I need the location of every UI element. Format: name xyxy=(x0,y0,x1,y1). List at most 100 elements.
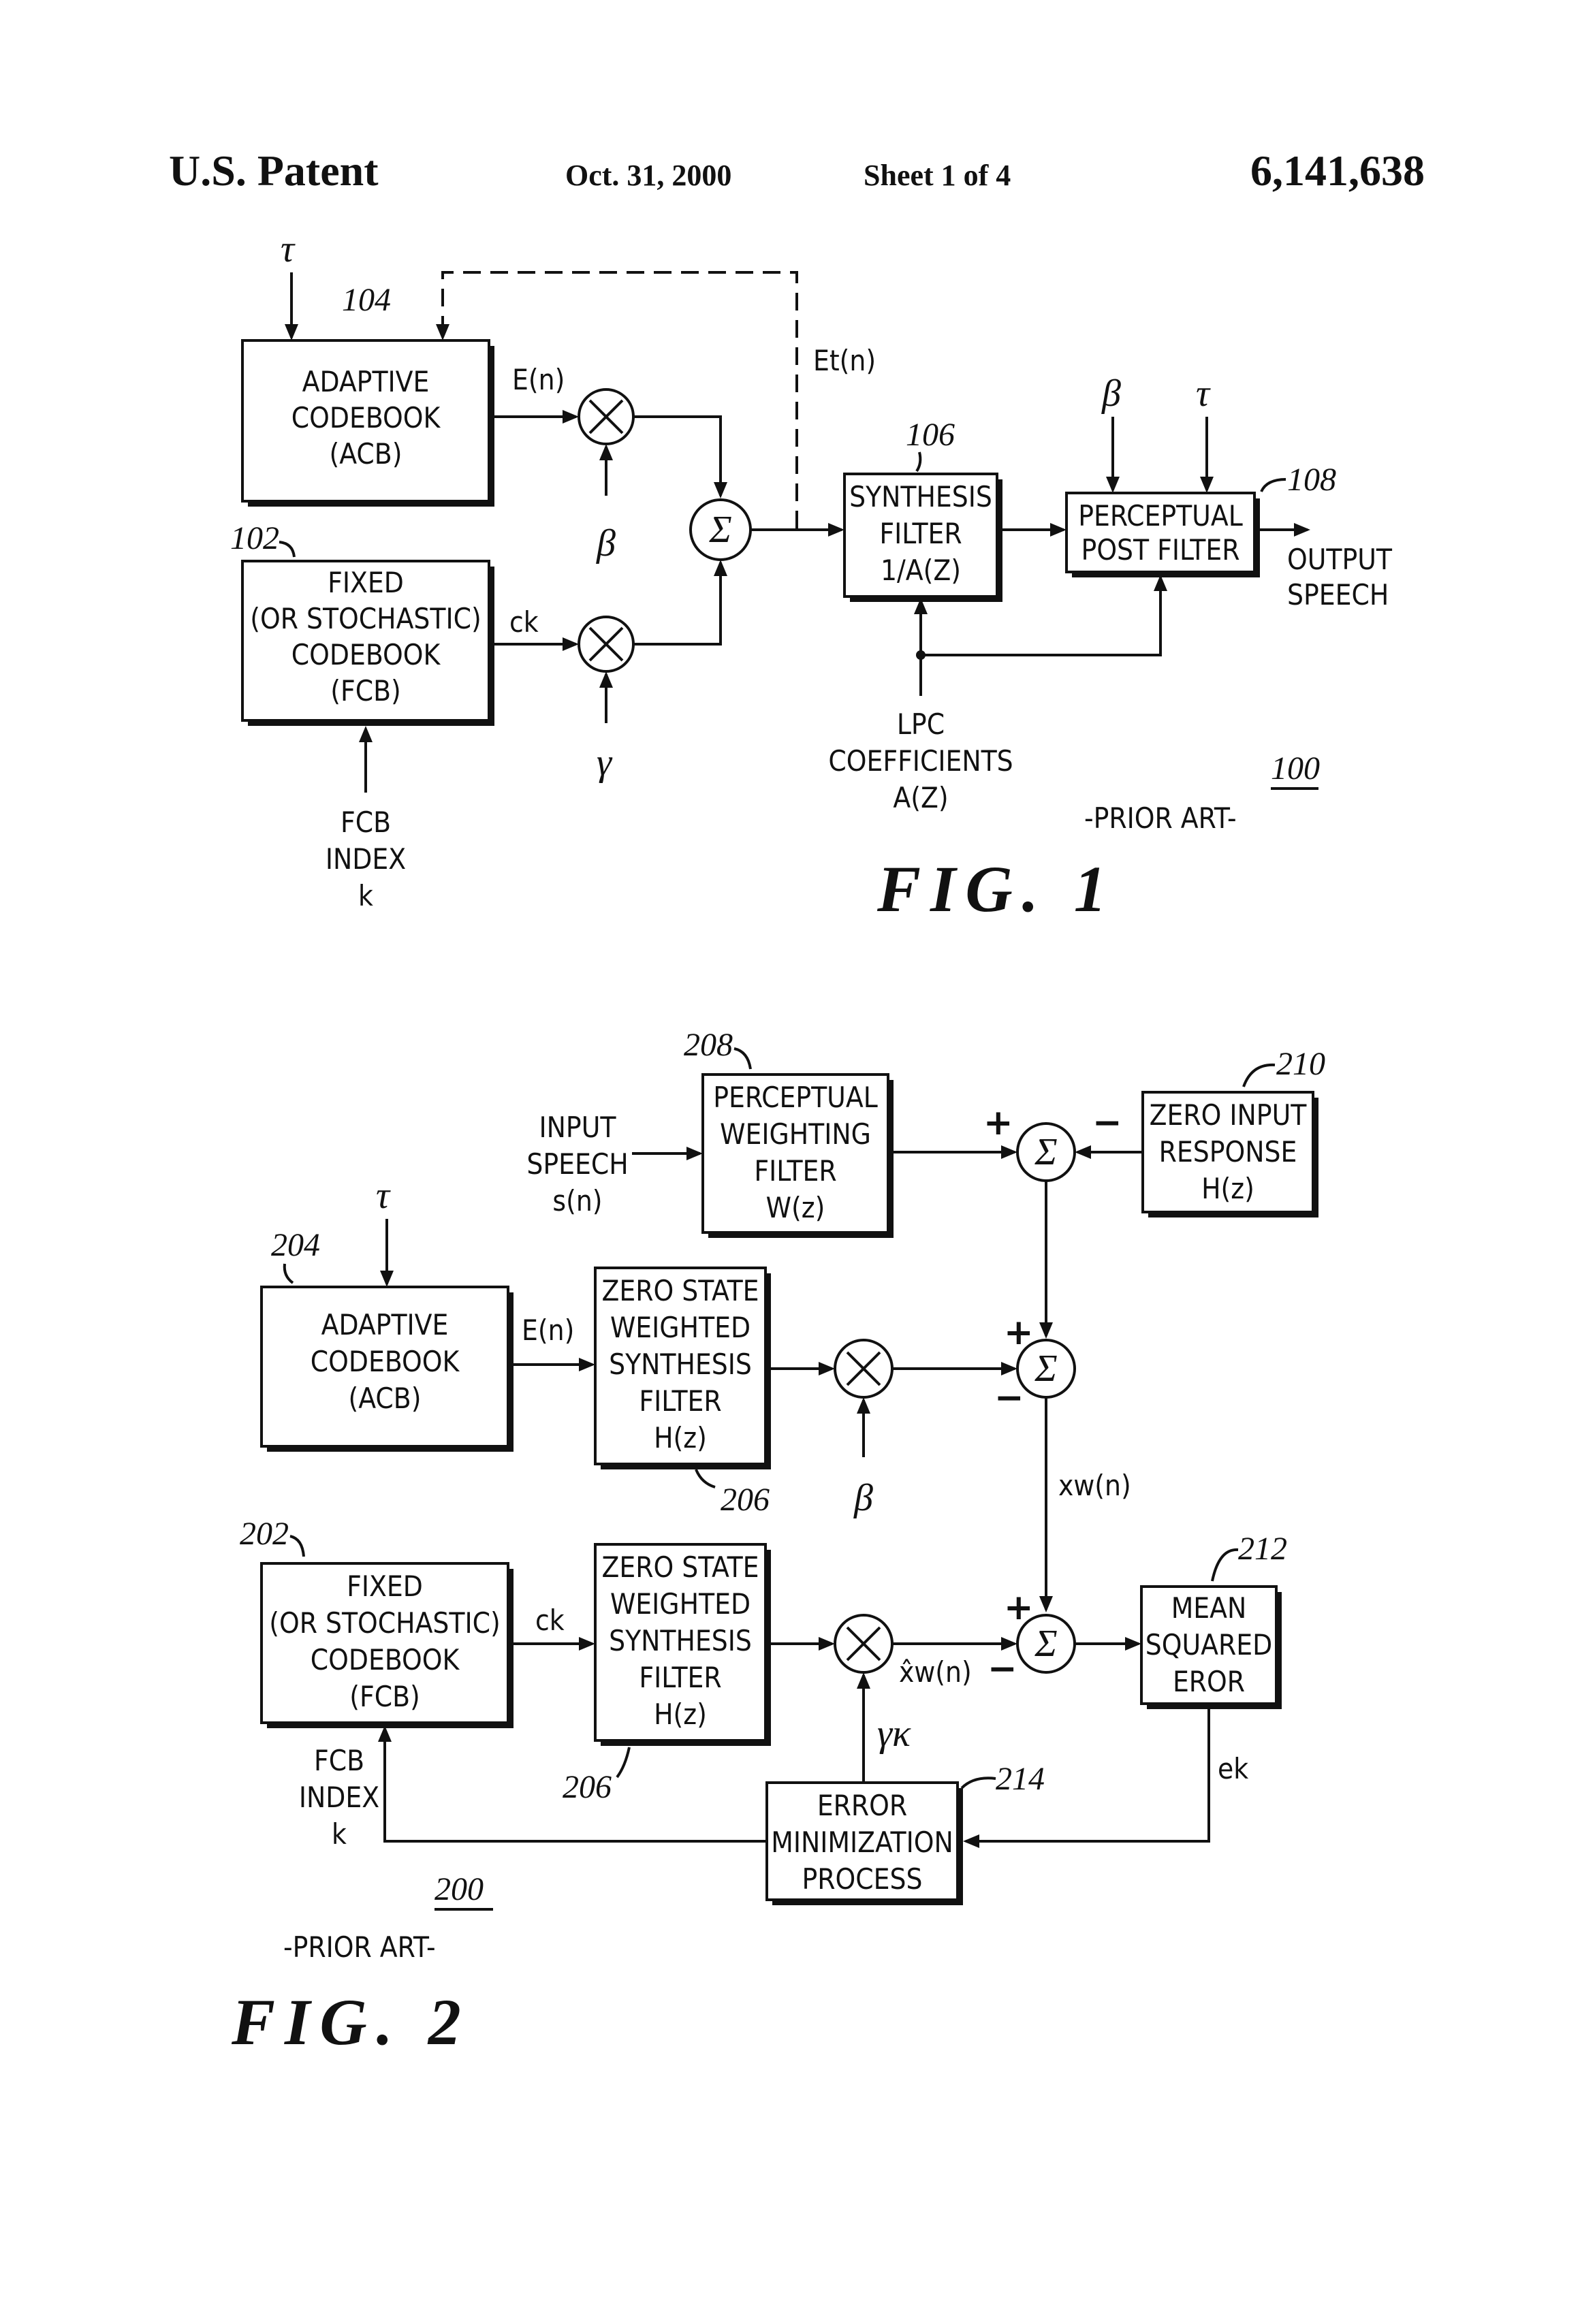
fig2-ck-arrowhead xyxy=(579,1637,595,1651)
fig1-acb-line-3: (ACB) xyxy=(330,437,402,471)
fig2-mse-ref: 212 xyxy=(1238,1531,1287,1567)
fig2-tau-arrowhead xyxy=(380,1271,394,1287)
fig2-emp-ref-leader xyxy=(962,1778,996,1788)
fig1-synth-line-3: 1/A(Z) xyxy=(881,554,961,587)
fig1-en-label: E(n) xyxy=(512,363,565,396)
fig2-zs1-line-5: H(z) xyxy=(654,1421,707,1454)
fig2-mse-line-1: MEAN xyxy=(1171,1591,1247,1625)
fig2-ek-arrowhead xyxy=(963,1834,979,1848)
fig1-post-tau-arrowhead xyxy=(1200,477,1214,493)
fig1-multiplier-acb xyxy=(579,389,633,444)
fig1-post-line-1: PERCEPTUAL xyxy=(1078,499,1242,532)
fig1-en-arrowhead xyxy=(563,410,579,424)
fig1-prior-art: -PRIOR ART- xyxy=(1084,801,1237,835)
fig2-en-arrowhead xyxy=(579,1358,595,1371)
fig2-input-line-2: SPEECH xyxy=(526,1147,628,1181)
fig2-zs1-line-2: WEIGHTED xyxy=(610,1311,750,1344)
fig2-zir-line-2: RESPONSE xyxy=(1159,1135,1297,1168)
fig2-zs2-line-4: FILTER xyxy=(639,1661,721,1694)
header-date: Oct. 31, 2000 xyxy=(565,159,731,192)
fig2-zs2-arrowhead xyxy=(819,1637,835,1651)
fig1-output-line-2: SPEECH xyxy=(1287,578,1389,611)
header-patent-number: 6,141,638 xyxy=(1250,146,1425,195)
fig1-ref-main: 100 xyxy=(1271,750,1320,786)
fig2-mean-squared-error-block: MEAN SQUARED EROR xyxy=(1141,1587,1282,1709)
fig1-synth-arrowhead xyxy=(1050,523,1066,537)
fig1-lpc-line-2: COEFFICIENTS xyxy=(828,744,1013,778)
fig2-gamma-k-label: γκ xyxy=(877,1713,911,1755)
fig1-fcb-line-3: CODEBOOK xyxy=(291,638,441,671)
fig2-pwf-arrowhead xyxy=(1001,1145,1017,1159)
figure-1: ADAPTIVE CODEBOOK (ACB) 104 FIXED (OR ST… xyxy=(230,228,1393,925)
fig1-fcb-ref-leader xyxy=(279,542,294,557)
fig1-fcb-index-arrowhead xyxy=(359,726,373,742)
fig2-sum-mse-arrowhead xyxy=(1125,1637,1141,1651)
fig2-zero-input-response-block: ZERO INPUT RESPONSE H(z) xyxy=(1143,1092,1318,1217)
fig1-mult2-to-sum xyxy=(633,562,721,644)
fig2-zs1-line-1: ZERO STATE xyxy=(601,1274,759,1307)
fig1-et-label: Et(n) xyxy=(813,344,876,377)
fig2-zero-state-filter-acb-block: ZERO STATE WEIGHTED SYNTHESIS FILTER H(z… xyxy=(595,1268,771,1469)
fig2-mid-plus: + xyxy=(1004,1312,1034,1353)
fig1-fcb-line-4: (FCB) xyxy=(330,674,401,707)
fig2-fcb-line-4: (FCB) xyxy=(349,1680,420,1713)
fig1-post-ref: 108 xyxy=(1287,462,1336,498)
fig1-multiplier-fcb xyxy=(579,617,633,671)
fig1-acb-ref: 104 xyxy=(342,282,391,318)
fig1-synth-line-1: SYNTHESIS xyxy=(849,480,992,513)
fig2-bottom-plus: + xyxy=(1004,1587,1034,1628)
fig2-perceptual-weighting-filter-block: PERCEPTUAL WEIGHTING FILTER W(z) xyxy=(703,1075,894,1238)
page-header: U.S. Patent Oct. 31, 2000 Sheet 1 of 4 6… xyxy=(169,146,1425,195)
fig1-fcb-line-2: (OR STOCHASTIC) xyxy=(250,602,481,635)
fig1-synthesis-filter-block: SYNTHESIS FILTER 1/A(Z) xyxy=(844,474,1002,602)
fig2-pwf-line-4: W(z) xyxy=(766,1191,825,1224)
fig2-zir-ref: 210 xyxy=(1276,1046,1325,1082)
fig2-top-minus: − xyxy=(1092,1102,1122,1143)
fig2-caption: FIG. 2 xyxy=(231,1986,471,2058)
fig2-fcb-line-1: FIXED xyxy=(347,1570,423,1603)
fig2-fcb-ref: 202 xyxy=(240,1516,289,1552)
header-title: U.S. Patent xyxy=(169,146,379,195)
fig2-zir-line-3: H(z) xyxy=(1201,1172,1254,1205)
fig1-tau-arrowhead xyxy=(285,324,298,340)
fig1-ck-label: ck xyxy=(509,605,539,639)
fig2-zs1-arrowhead xyxy=(819,1362,835,1375)
fig2-acb-line-1: ADAPTIVE xyxy=(321,1308,449,1341)
fig2-acb-line-3: (ACB) xyxy=(349,1382,422,1415)
fig1-lpc-line-3: A(Z) xyxy=(893,781,948,814)
fig2-ck-label: ck xyxy=(535,1604,565,1637)
fig2-en-label: E(n) xyxy=(522,1314,574,1347)
fig2-input-arrowhead xyxy=(686,1147,703,1160)
fig1-mult2-arrowhead xyxy=(714,560,727,576)
fig2-input-line-1: INPUT xyxy=(539,1111,617,1144)
fig2-fixed-codebook-block: FIXED (OR STOCHASTIC) CODEBOOK (FCB) xyxy=(262,1563,514,1728)
fig1-tau-label: τ xyxy=(281,228,296,270)
fig2-xw-label: xw(n) xyxy=(1058,1469,1131,1502)
fig2-zir-ref-leader xyxy=(1244,1065,1275,1087)
fig1-synth-ref: 106 xyxy=(906,417,955,453)
fig1-output-line-1: OUTPUT xyxy=(1287,543,1393,576)
fig1-output-arrowhead xyxy=(1294,523,1310,537)
fig1-ck-arrowhead xyxy=(563,637,579,651)
fig1-post-beta-label: β xyxy=(1101,372,1121,415)
fig2-emp-line-2: MINIMIZATION xyxy=(771,1826,953,1859)
fig2-mse-line-3: EROR xyxy=(1173,1665,1245,1698)
fig1-post-tau-label: τ xyxy=(1196,372,1211,415)
fig1-fcb-index-line-3: k xyxy=(358,879,373,912)
fig1-lpc-line-1: LPC xyxy=(897,707,945,741)
figure-2: PERCEPTUAL WEIGHTING FILTER W(z) 208 INP… xyxy=(231,1027,1325,2058)
fig2-emp-line-3: PROCESS xyxy=(802,1862,922,1896)
fig2-adaptive-codebook-block: ADAPTIVE CODEBOOK (ACB) xyxy=(262,1287,514,1452)
fig1-gamma-label: γ xyxy=(597,742,613,784)
fig2-mid-minus: − xyxy=(994,1378,1024,1418)
fig1-synth-line-2: FILTER xyxy=(879,517,962,550)
fig1-gamma-arrowhead xyxy=(599,671,613,688)
fig2-mse-ref-leader xyxy=(1212,1550,1238,1581)
fig1-beta-arrowhead xyxy=(599,444,613,460)
fig2-fcb-line-3: CODEBOOK xyxy=(311,1643,460,1676)
fig2-zs1-line-3: SYNTHESIS xyxy=(609,1348,752,1381)
fig2-emp-line-1: ERROR xyxy=(817,1789,907,1822)
fig2-beta-arrowhead xyxy=(857,1397,870,1414)
fig2-ref-main: 200 xyxy=(434,1871,484,1907)
